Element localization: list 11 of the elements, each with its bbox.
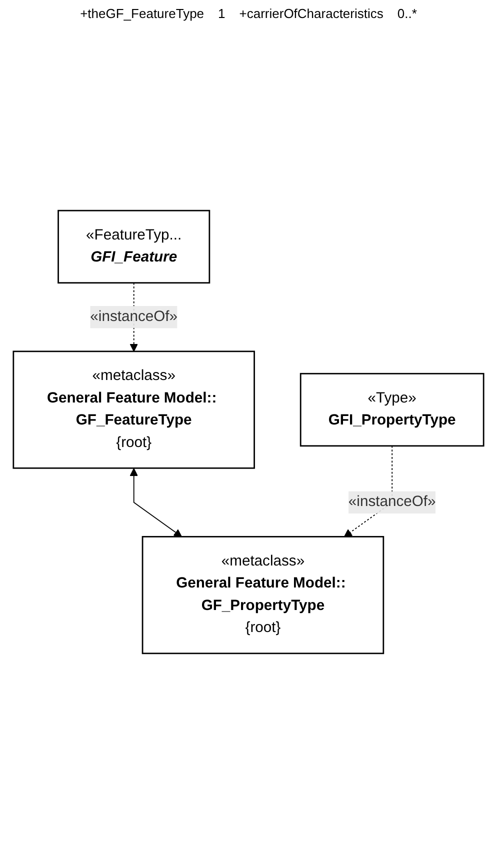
end-label: 0..* — [397, 6, 417, 21]
node-box: «metaclass» General Feature Model:: GF_FeatureType {root} — [12, 350, 255, 469]
end-label: +theGF_FeatureType — [80, 6, 204, 21]
node-box: «Type» GFI_PropertyType — [300, 372, 484, 447]
edge-label: «instanceOf» — [348, 494, 436, 510]
end-label: +carrierOfCharacteristics — [239, 6, 384, 21]
node-box: «metaclass» General Feature Model:: GF_PropertyType {root} — [142, 536, 384, 654]
node-box: «FeatureTyp... GFI_Feature — [58, 210, 210, 284]
end-label: 1 — [218, 6, 226, 21]
edge-label: «instanceOf» — [90, 308, 178, 325]
arrow — [130, 468, 182, 538]
